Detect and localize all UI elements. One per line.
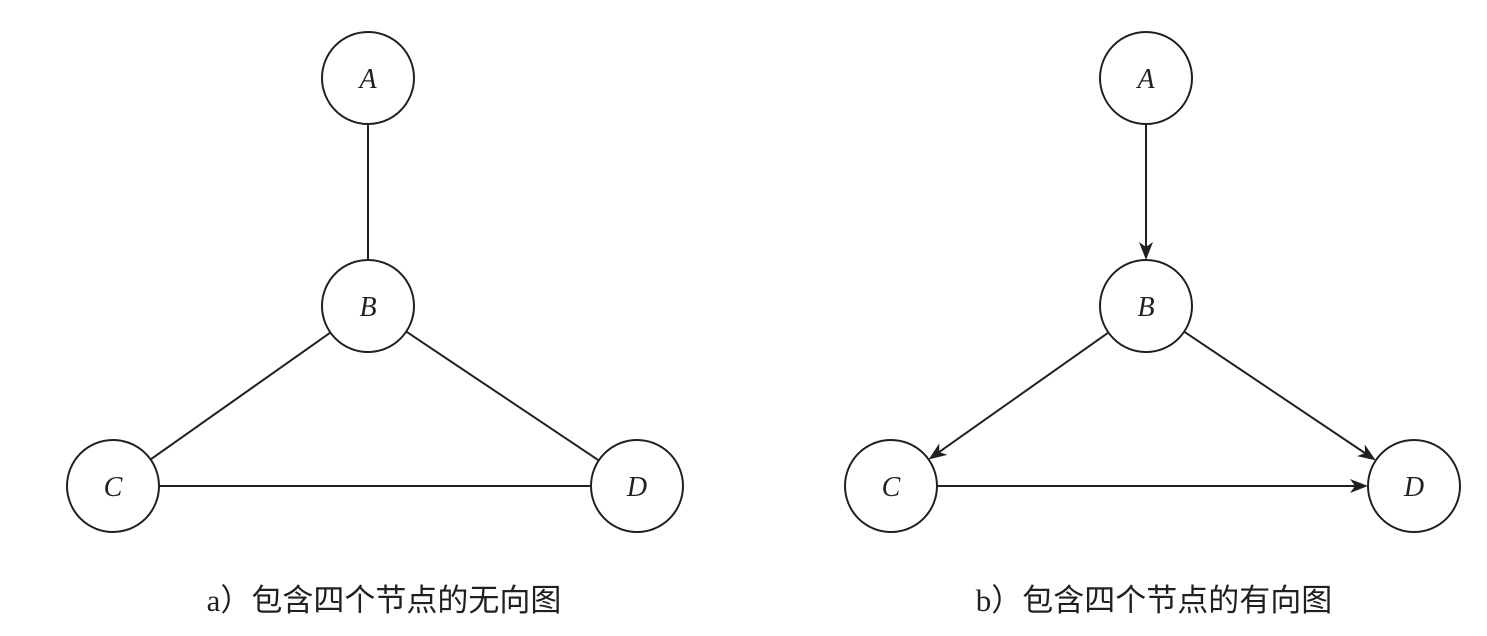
node-c: C [66, 439, 160, 533]
node-label: A [357, 64, 377, 95]
node-circle [66, 439, 160, 533]
node-label: D [626, 472, 647, 503]
directed-edge-b-d [1183, 330, 1376, 461]
node-label: C [882, 472, 901, 503]
node-label: C [104, 472, 123, 503]
node-label: B [359, 292, 376, 323]
directed-graph: A B C Db）包含四个节点的有向图 [844, 31, 1461, 618]
node-b: B [1099, 259, 1193, 353]
node-a: A [321, 31, 415, 125]
undirected-graph: A B C Da）包含四个节点的无向图 [66, 31, 684, 618]
node-d: D [590, 439, 684, 533]
node-circle [1099, 259, 1193, 353]
node-label: D [1403, 472, 1424, 503]
figure-caption: a）包含四个节点的无向图 [207, 583, 562, 618]
node-label: A [1135, 64, 1155, 95]
edge-b-d [405, 330, 600, 462]
node-circle [321, 259, 415, 353]
node-b: B [321, 259, 415, 353]
node-label: B [1137, 292, 1154, 323]
edges [150, 124, 600, 487]
node-circle [590, 439, 684, 533]
node-d: D [1367, 439, 1461, 533]
edges [928, 124, 1376, 493]
node-c: C [844, 439, 938, 533]
node-circle [1367, 439, 1461, 533]
node-circle [1099, 31, 1193, 125]
edge-b-c [150, 331, 331, 461]
directed-edge-b-c [928, 331, 1109, 460]
figure-caption: b）包含四个节点的有向图 [976, 583, 1333, 618]
node-a: A [1099, 31, 1193, 125]
node-circle [844, 439, 938, 533]
node-circle [321, 31, 415, 125]
